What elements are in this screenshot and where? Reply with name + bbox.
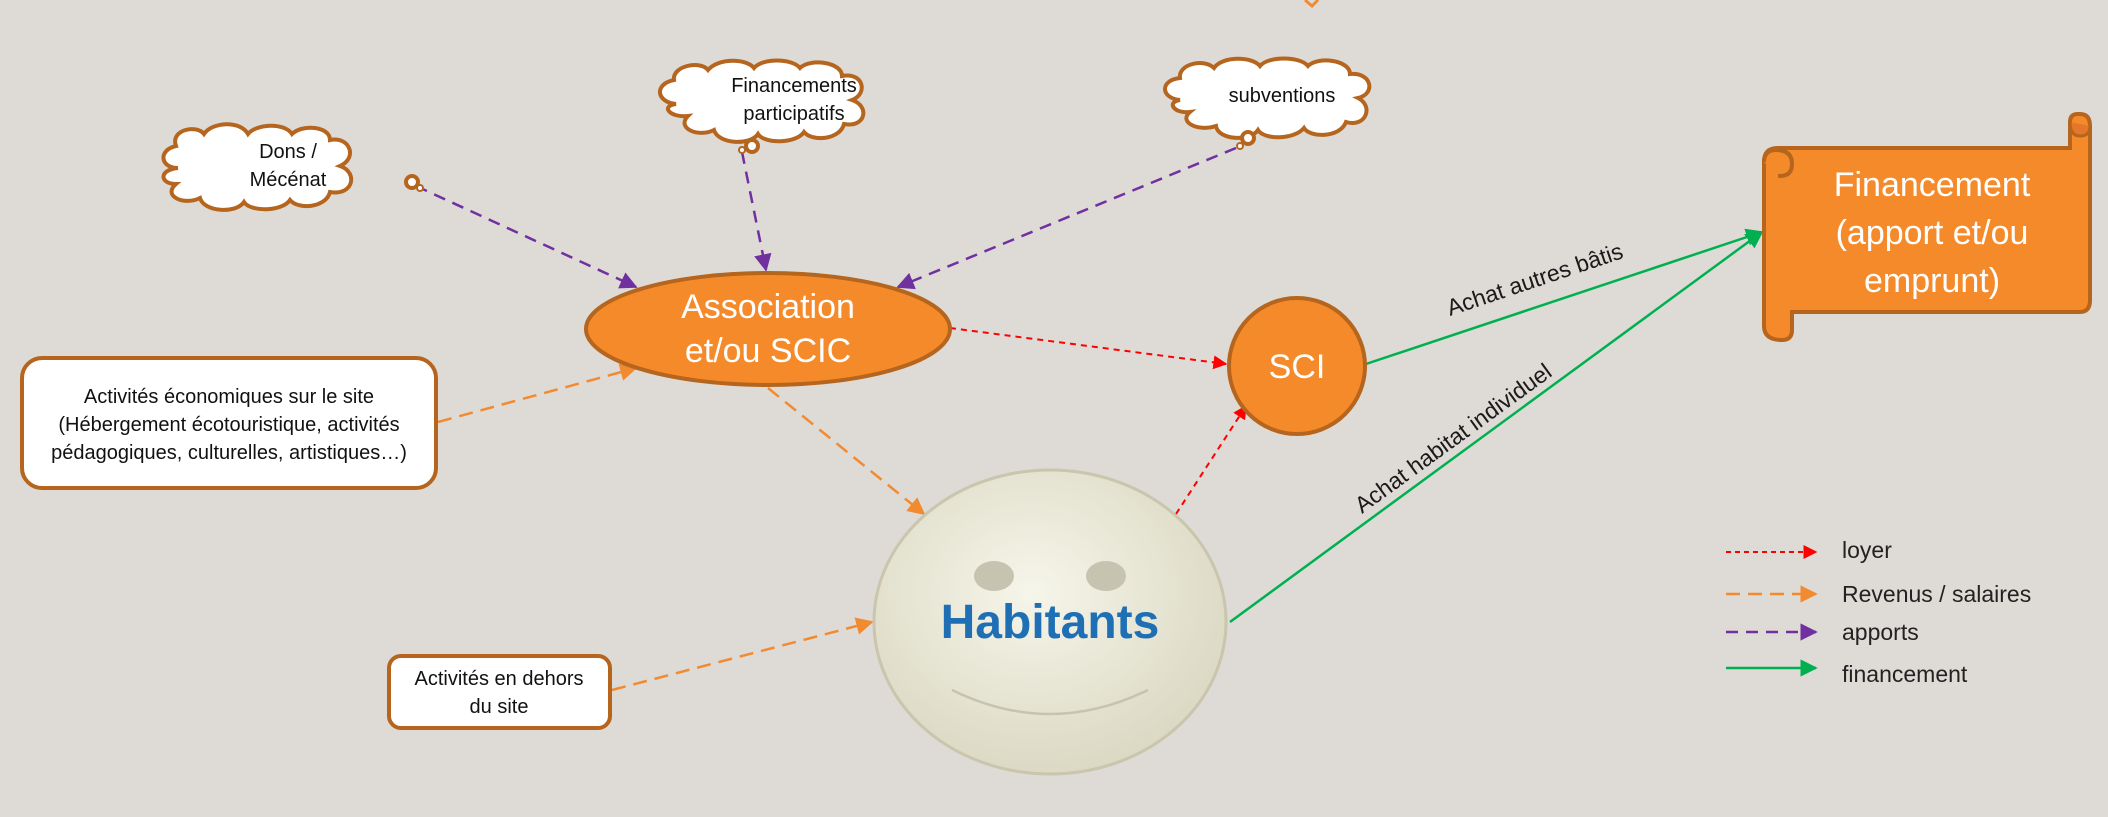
habitants-label: Habitants	[941, 596, 1160, 649]
cloud-dons-line-1: Dons /	[259, 141, 317, 163]
edge-financements-to-association	[740, 151, 772, 272]
habitants-smile	[951, 688, 1149, 716]
legend-item-revenus: Revenus / salaires	[1726, 581, 2031, 607]
node-habitants: Habitants	[872, 468, 1228, 776]
activites-site-line-3: pédagogiques, culturelles, artistiques…)	[51, 442, 407, 464]
legend-label-revenus: Revenus / salaires	[1842, 581, 2031, 607]
edge-sci-to-financement	[1365, 228, 1764, 366]
activites-site-line-1: Activités économiques sur le site	[84, 386, 374, 408]
node-association: Association et/ou SCIC	[584, 271, 952, 387]
cloud-financements-participatifs: Financements participatifs	[658, 58, 866, 154]
legend-label-apports: apports	[1842, 619, 1919, 645]
financement-line-2: (apport et/ou	[1836, 214, 2029, 252]
edge-activites-dehors-to-habitants	[611, 617, 874, 692]
edge-dons-to-association	[415, 184, 638, 289]
cloud-subventions-label: subventions	[1229, 85, 1336, 107]
activites-dehors-line-2: du site	[470, 696, 529, 718]
cloud-dons-line-2: Mécénat	[250, 169, 327, 191]
top-edge-mark	[1304, 0, 1320, 9]
edge-label-achat-habitat-individuel: Achat habitat individuel	[1350, 358, 1557, 518]
edge-habitants-to-financement	[1229, 230, 1764, 624]
edge-subventions-to-association	[896, 146, 1237, 290]
association-line-2: et/ou SCIC	[685, 332, 851, 370]
node-activites-site: Activités économiques sur le site (Héber…	[20, 356, 438, 490]
financement-line-1: Financement	[1834, 166, 2031, 204]
legend-label-loyer: loyer	[1842, 537, 1892, 563]
sci-label: SCI	[1269, 348, 1326, 386]
legend: loyer Revenus / salaires apports finance…	[1726, 537, 2031, 687]
legend-item-financement: financement	[1726, 659, 1968, 687]
edge-association-to-habitants	[767, 387, 926, 516]
activites-site-line-2: (Hébergement écotouristique, activités	[58, 414, 399, 436]
legend-label-financement: financement	[1842, 661, 1968, 687]
association-line-1: Association	[681, 288, 855, 326]
legend-item-loyer: loyer	[1726, 537, 1892, 563]
activites-dehors-line-1: Activités en dehors	[415, 668, 584, 690]
edge-association-to-sci	[949, 327, 1228, 370]
node-activites-dehors: Activités en dehors du site	[387, 654, 612, 730]
node-sci: SCI	[1227, 296, 1367, 436]
financement-line-3: emprunt)	[1864, 262, 2000, 300]
habitants-left-eye	[974, 561, 1014, 591]
cloud-financements-line-2: participatifs	[743, 103, 844, 125]
cloud-financements-line-1: Financements	[731, 75, 857, 97]
edge-habitants-to-sci	[1175, 404, 1247, 515]
node-financement-scroll: Financement (apport et/ou emprunt)	[1762, 112, 2092, 343]
cloud-dons: Dons / Mécénat	[161, 122, 424, 212]
legend-item-apports: apports	[1726, 619, 1919, 645]
habitants-right-eye	[1086, 561, 1126, 591]
cloud-subventions: subventions	[1163, 56, 1372, 150]
edge-activites-site-to-association	[437, 363, 638, 424]
